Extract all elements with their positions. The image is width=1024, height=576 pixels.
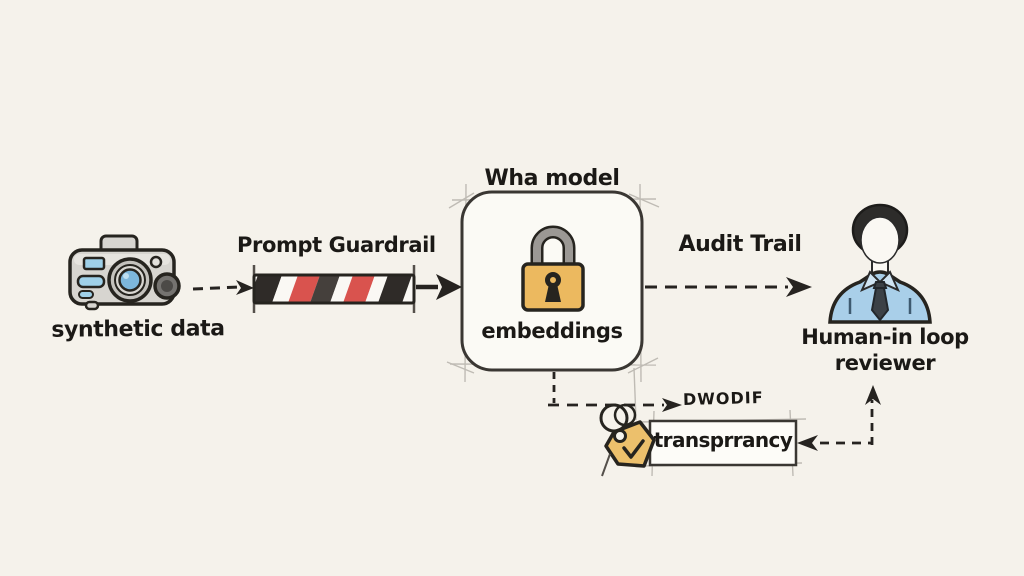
tag-sketch-stroke	[601, 453, 611, 477]
camera-lens-glass	[118, 268, 142, 292]
tag-check-mark	[622, 439, 645, 459]
reviewer-label-line2: reviewer	[834, 351, 936, 375]
person-face	[860, 216, 900, 264]
arrowhead-right-icon	[662, 398, 682, 412]
lock-keyhole-center	[550, 277, 556, 283]
prompt-guardrail-label: Prompt Guardrail	[237, 233, 436, 257]
person-tie-knot	[872, 281, 888, 289]
guardrail-stripe	[272, 275, 298, 303]
person-icon	[828, 203, 932, 324]
transparency-box	[648, 419, 798, 467]
camera-icon	[68, 234, 181, 311]
camera-side-knob-center	[161, 280, 173, 292]
guardrail-stripe	[254, 275, 282, 303]
person-tie	[870, 287, 890, 322]
arrowhead-right-icon	[786, 277, 812, 297]
transparency-label: transprrancy	[653, 428, 793, 452]
guardrail-bar-border	[252, 273, 416, 305]
guardrail-stripe	[343, 275, 375, 303]
tag-body	[604, 420, 656, 468]
scribble-text: DWODIF	[682, 387, 764, 410]
arrowhead-right-icon	[436, 274, 462, 300]
guardrail-stripe	[365, 275, 388, 303]
camera-lens-highlight	[123, 273, 129, 279]
lock-shackle	[533, 228, 573, 272]
audit-trail-label: Audit Trail	[678, 232, 802, 257]
guardrail-stripe	[288, 275, 320, 303]
tag-icon	[599, 403, 656, 477]
edge-camera-to-guardrail	[192, 285, 241, 291]
arrowhead-up-icon	[865, 385, 881, 405]
model-title-label: Wha model	[484, 166, 620, 191]
lock-icon	[521, 225, 585, 312]
guardrail-stripe	[378, 275, 412, 303]
arrowhead-right-icon	[236, 280, 254, 295]
camera-viewfinder	[82, 256, 106, 271]
camera-small-window	[78, 290, 94, 299]
arrowhead-left-icon	[797, 435, 818, 451]
tag-ring-inner	[613, 403, 637, 427]
edges	[192, 274, 881, 451]
reviewer-label: Human-in loop reviewer	[795, 324, 975, 376]
camera-foot	[84, 300, 100, 311]
guardrail-bar-icon	[252, 265, 416, 313]
person-collar-right	[878, 270, 900, 292]
synthetic-data-label: synthetic data	[51, 316, 225, 343]
embeddings-label: embeddings	[481, 319, 623, 343]
guardrail-stripes	[254, 275, 412, 303]
tag-eyelet	[613, 429, 627, 443]
person-collar-left	[860, 270, 882, 292]
guardrail-stripe	[330, 275, 353, 303]
camera-button	[149, 255, 163, 269]
lock-keyhole-stem	[545, 284, 561, 302]
camera-grip-window	[76, 274, 106, 289]
reviewer-label-line1: Human-in loop	[801, 325, 969, 349]
